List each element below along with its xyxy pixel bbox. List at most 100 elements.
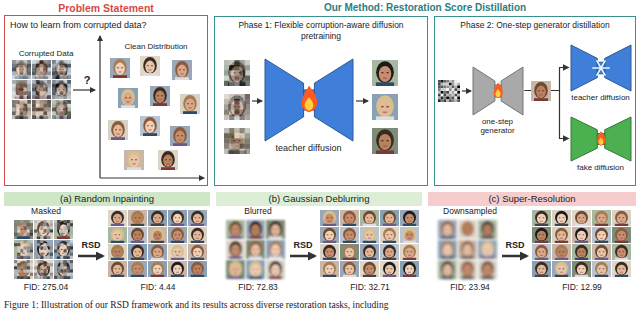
face-image [108, 244, 127, 260]
mask-cell [27, 263, 30, 266]
noise-cell [441, 80, 444, 83]
noise-cell [56, 84, 60, 88]
noise-cell [60, 84, 64, 88]
face-eye [559, 251, 561, 253]
face-eye [327, 234, 329, 236]
face-shoulders [175, 77, 189, 80]
mask-cell [30, 243, 33, 246]
noise-cell [67, 100, 71, 104]
noise-cell [56, 115, 60, 119]
face-shoulders [171, 258, 184, 260]
noise-cell [240, 144, 245, 149]
face-eye [469, 228, 471, 230]
mask-cell [44, 230, 47, 233]
face-background [188, 261, 207, 277]
face-hair [403, 262, 416, 275]
face-eye [159, 234, 161, 236]
face-skin [405, 214, 414, 224]
face-image [360, 227, 379, 243]
noise-cell [32, 75, 36, 79]
face-skin [133, 248, 142, 258]
noise-cell [229, 76, 234, 81]
face-skin [231, 224, 240, 236]
face-eye [371, 268, 373, 270]
noise-cell [32, 91, 36, 95]
noise-cell [23, 68, 27, 72]
face-skin [133, 265, 142, 275]
noise-cell [40, 91, 44, 95]
face-background [438, 260, 457, 279]
face-background [148, 227, 167, 243]
noise-cell [32, 84, 36, 88]
face-image [12, 100, 31, 119]
face-skin [617, 265, 626, 275]
noise-cell [40, 80, 44, 84]
noise-cell [27, 60, 31, 64]
noise-cell [23, 84, 27, 88]
mask-cell [27, 266, 30, 269]
face-image [340, 244, 359, 260]
face-eye [175, 268, 177, 270]
mask-cell [54, 273, 57, 276]
mask-cell [47, 266, 50, 269]
face-eye [183, 69, 185, 71]
mask-cell [64, 273, 67, 276]
noise-cell [56, 100, 60, 104]
face-background [340, 261, 359, 277]
face-eye [233, 268, 235, 270]
face-shoulders [555, 241, 568, 243]
face-mouth [383, 111, 387, 113]
face-shoulders [441, 276, 454, 279]
noise-cell [20, 80, 24, 84]
face-shoulders [171, 275, 184, 277]
face-eye [257, 228, 259, 230]
face-shoulders [575, 241, 588, 243]
face-skin [577, 265, 586, 275]
face-hair [55, 61, 68, 77]
face-hair [403, 245, 416, 258]
face-skin [133, 231, 142, 241]
mask-cell [54, 220, 57, 223]
face-mouth [560, 254, 563, 256]
face-hair [615, 211, 628, 224]
noise-cell [12, 111, 16, 115]
noise-cell [224, 104, 229, 109]
face-hair [229, 241, 242, 257]
net-shape [264, 58, 354, 142]
noise-cell [67, 95, 71, 99]
face-shoulders [229, 256, 242, 259]
noise-cell [60, 75, 64, 79]
snowflake-icon [596, 60, 604, 74]
noise-cell [455, 80, 458, 83]
face-eye [347, 234, 349, 236]
noise-cell [43, 88, 47, 92]
face-eye [115, 129, 117, 131]
mask-cell [57, 223, 60, 226]
face-shoulders [173, 143, 187, 146]
noise-cell [63, 91, 67, 95]
face-mouth [383, 145, 387, 147]
face-background [168, 244, 187, 260]
face-background [32, 100, 51, 119]
face-image [188, 261, 207, 277]
mask-cell [47, 236, 50, 239]
face-skin [231, 244, 240, 256]
face-mouth [156, 271, 159, 273]
noise-cell [56, 95, 60, 99]
noise-cell [47, 95, 51, 99]
face-mouth [466, 272, 469, 274]
face-skin [537, 231, 546, 241]
face-eye [469, 268, 471, 270]
face-shoulders [151, 241, 164, 243]
face-eye [542, 90, 544, 92]
noise-cell [240, 110, 245, 115]
face-image [360, 261, 379, 277]
noise-cell [245, 128, 250, 133]
face-hair [323, 211, 336, 224]
face-skin [113, 214, 122, 224]
noise-cell [16, 104, 20, 108]
noise-cell [47, 64, 51, 68]
face-image [226, 220, 245, 239]
face-eye [539, 234, 541, 236]
face-hair [151, 228, 164, 241]
